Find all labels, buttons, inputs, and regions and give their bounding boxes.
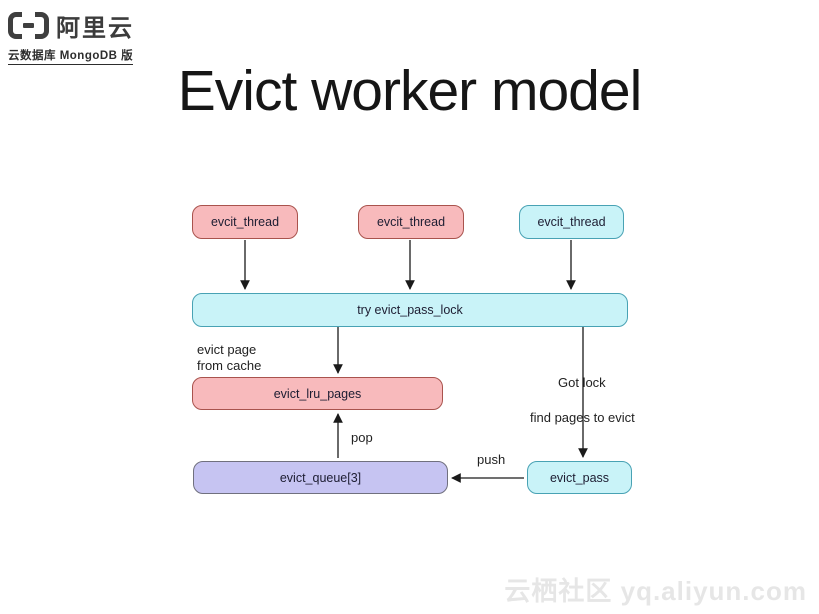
node-evcit-thread-2: evcit_thread	[358, 205, 464, 239]
watermark: 云栖社区 yq.aliyun.com	[504, 576, 807, 606]
label-push: push	[477, 452, 506, 467]
brand-name: 阿里云	[56, 15, 134, 42]
node-evict-pass: evict_pass	[527, 461, 632, 494]
alibaba-cloud-logo: 阿里云 云数据库 MongoDB 版	[8, 8, 134, 65]
alibaba-cloud-bracket-icon	[8, 12, 49, 39]
node-try-evict-pass-lock: try evict_pass_lock	[192, 293, 628, 327]
node-evict-queue: evict_queue[3]	[193, 461, 448, 494]
label-evict-page-from-cache: evict page from cache	[197, 342, 262, 373]
page-title: Evict worker model	[177, 59, 642, 123]
label-got-lock: Got lock	[558, 375, 606, 390]
label-find-pages-to-evict: find pages to evict	[530, 410, 635, 425]
label-pop: pop	[351, 430, 373, 445]
node-evict-lru-pages: evict_lru_pages	[192, 377, 443, 410]
node-evcit-thread-3: evcit_thread	[519, 205, 624, 239]
product-name: 云数据库 MongoDB 版	[8, 47, 134, 65]
node-evcit-thread-1: evcit_thread	[192, 205, 298, 239]
